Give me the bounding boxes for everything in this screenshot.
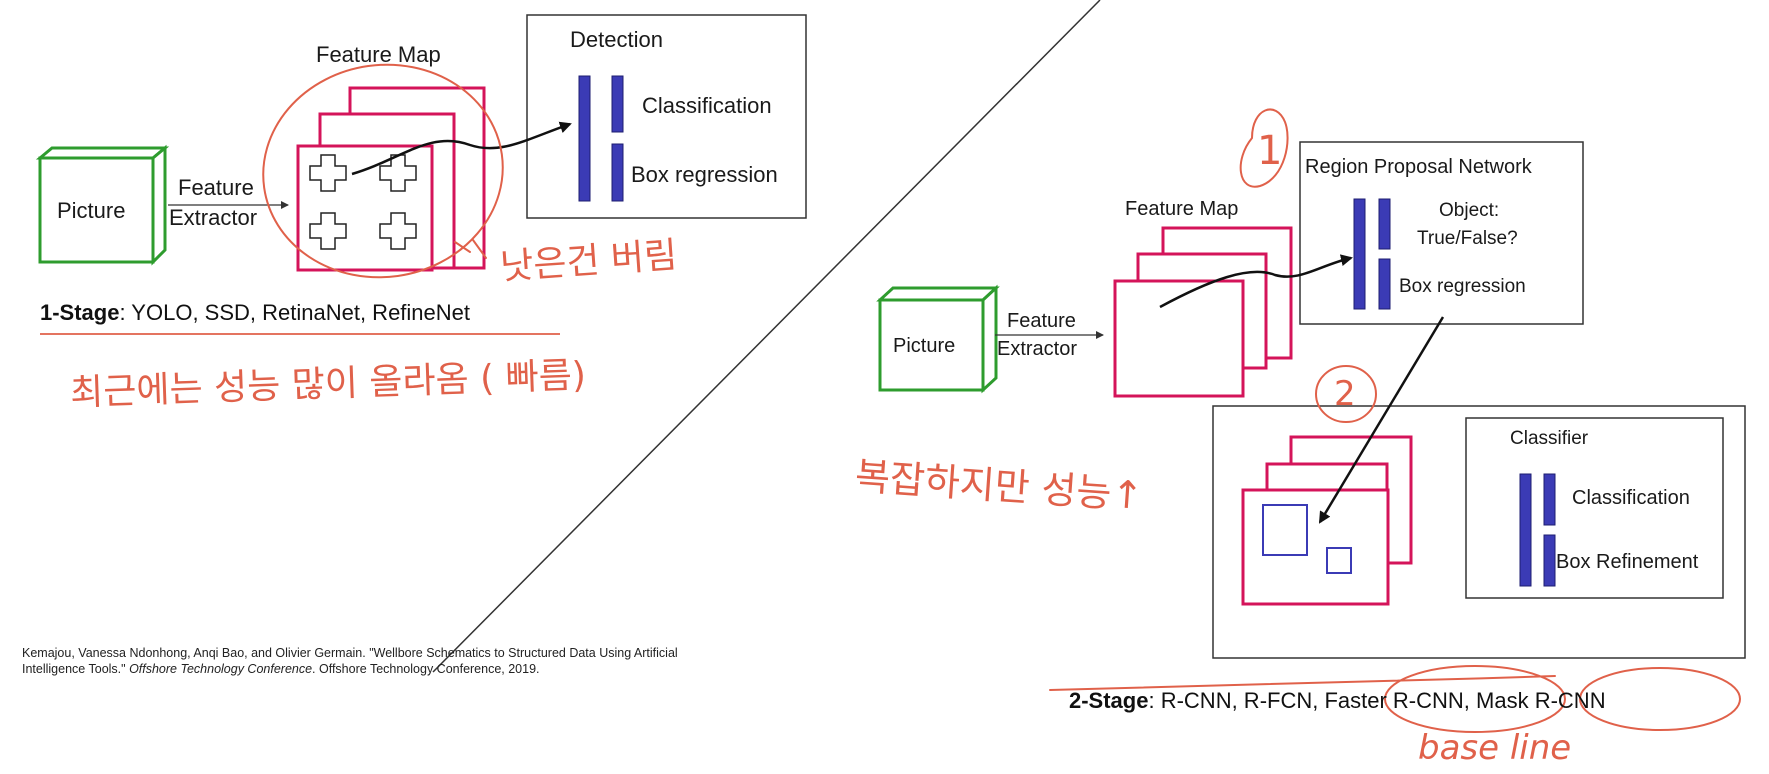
two-stage-picture-label: Picture [893, 335, 956, 357]
anchor-grid-icons [309, 154, 417, 250]
one-stage-feature-map-label: Feature Map [316, 42, 441, 67]
one-stage-caption: 1-Stage: YOLO, SSD, RetinaNet, RefineNet [40, 300, 470, 326]
one-stage-feature-map-stack [296, 86, 486, 272]
one-stage-picture-label: Picture [57, 198, 126, 223]
step-1-number: 1 [1257, 128, 1283, 174]
feature-map-circle [262, 63, 504, 279]
two-stage-feature-map-stack [1113, 226, 1293, 398]
detection-bar-2 [611, 75, 624, 133]
rpn-box [1299, 141, 1584, 325]
rpn-object-label-1: Object: [1439, 200, 1500, 221]
two-stage-extractor-label-2: Extractor [997, 338, 1078, 360]
step-2-number: 2 [1334, 374, 1356, 414]
roi-box-small [1326, 547, 1352, 574]
citation: Kemajou, Vanessa Ndonhong, Anqi Bao, and… [22, 645, 678, 677]
rpn-bar-1 [1353, 198, 1366, 310]
two-stage-caption: 2-Stage: R-CNN, R-FCN, Faster R-CNN, Mas… [1069, 688, 1606, 714]
two-stage-extractor-label-1: Feature [1007, 310, 1076, 332]
handwritten-annotations [262, 63, 1741, 733]
rpn-object-label-2: True/False? [1417, 228, 1518, 249]
mask-rcnn-circle [1579, 667, 1741, 731]
two-stage-title: 2-Stage [1069, 688, 1149, 713]
two-stage-curve-arrow [1159, 254, 1353, 309]
two-stage-classification-label: Classification [1572, 487, 1690, 509]
step-2-circle [1315, 365, 1377, 423]
one-stage-box-regression-label: Box regression [631, 162, 778, 187]
one-stage-curve-arrow [351, 121, 572, 176]
detection-bar-1 [578, 75, 591, 202]
one-stage-title: 1-Stage [40, 300, 120, 325]
roi-box-large [1262, 504, 1308, 556]
one-stage-extractor-label-1: Feature [178, 175, 254, 200]
rpn-to-roi-arrow [1318, 316, 1445, 524]
faster-rcnn-circle [1384, 665, 1566, 733]
two-stage-models: : R-CNN, R-FCN, Faster R-CNN, Mask R-CNN [1148, 688, 1606, 713]
rpn-title: Region Proposal Network [1305, 156, 1532, 178]
citation-venue: Offshore Technology Conference [129, 662, 313, 676]
one-stage-classification-label: Classification [642, 93, 772, 118]
rpn-box-regression-label: Box regression [1399, 276, 1526, 297]
two-stage-box-refinement-label: Box Refinement [1556, 551, 1699, 573]
citation-line-1: Kemajou, Vanessa Ndonhong, Anqi Bao, and… [22, 646, 678, 660]
detection-bar-3 [611, 143, 624, 202]
one-stage-picture-box [35, 144, 170, 266]
classifier-bar-3 [1543, 534, 1556, 587]
rpn-bar-2 [1378, 198, 1391, 250]
step-1-circle [1239, 108, 1289, 188]
classifier-title: Classifier [1510, 428, 1589, 449]
citation-line-2: Intelligence Tools." Offshore Technology… [22, 661, 678, 677]
one-stage-models: : YOLO, SSD, RetinaNet, RefineNet [119, 300, 471, 325]
citation-line-2-prefix: Intelligence Tools." [22, 662, 130, 676]
two-stage-feature-map-label: Feature Map [1125, 198, 1239, 220]
grid-note-tick [454, 239, 487, 259]
detection-box [526, 14, 807, 219]
citation-line-2-suffix: . Offshore Technology Conference, 2019. [312, 662, 540, 676]
two-stage-picture-box [876, 284, 1000, 394]
divider-line [432, 0, 1101, 673]
classifier-bar-1 [1519, 473, 1532, 587]
classifier-box [1465, 417, 1724, 599]
rpn-bar-3 [1378, 258, 1391, 310]
one-stage-extractor-label-2: Extractor [169, 205, 258, 230]
baseline-note: base line [1418, 728, 1572, 768]
two-stage-underline [1049, 675, 1556, 691]
classifier-bar-2 [1543, 473, 1556, 526]
detection-title: Detection [570, 27, 663, 52]
